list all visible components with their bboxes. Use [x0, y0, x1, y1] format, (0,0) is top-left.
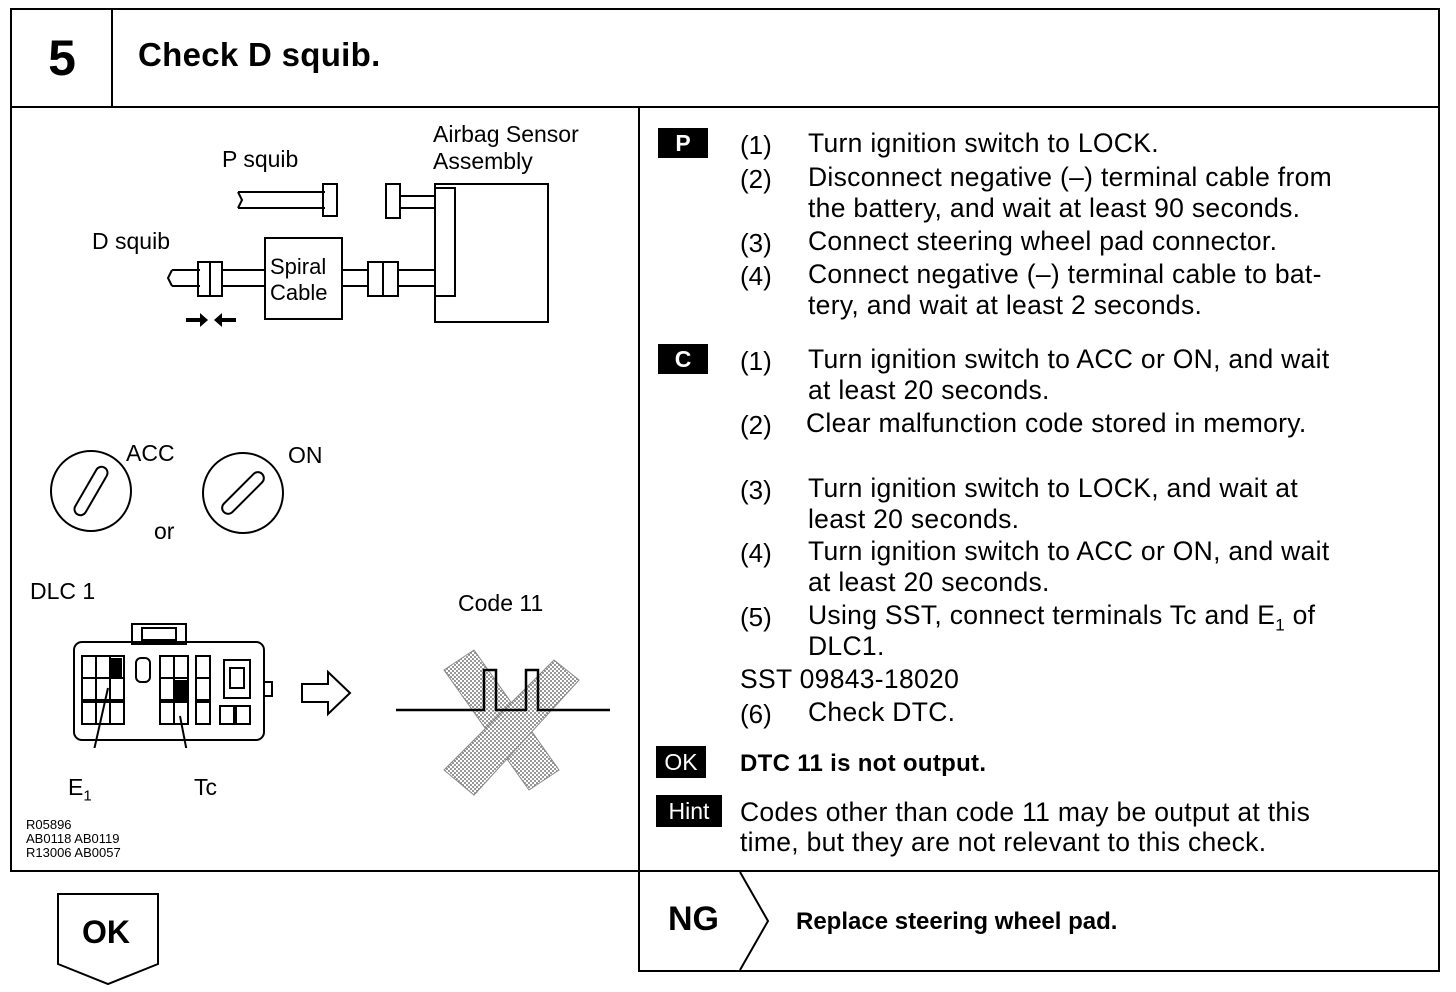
figure-ref-1: R05896 — [26, 817, 72, 832]
badge-hint: Hint — [656, 795, 722, 827]
ok-branch-label: OK — [82, 914, 130, 950]
p-step-text: Turn ignition switch to LOCK. — [808, 128, 1159, 158]
step-number: 5 — [48, 30, 76, 86]
airbag-sensor-label-2: Assembly — [433, 148, 533, 174]
p-step-number: (2) — [740, 164, 772, 194]
ng-branch-frame — [638, 870, 1440, 972]
spiral-cable-label-1: Spiral — [270, 254, 327, 279]
badge-ok: OK — [656, 746, 706, 778]
p-step-number: (4) — [740, 261, 772, 291]
c-step-text: Turn ignition switch to ACC or ON, and w… — [808, 344, 1330, 374]
squib-wiring-diagram — [166, 183, 549, 327]
p-step-number: (1) — [740, 130, 772, 160]
airbag-sensor-label-1: Airbag Sensor — [433, 121, 579, 147]
ng-branch-label: NG — [668, 900, 719, 938]
ng-chevron-divider — [739, 871, 770, 971]
ok-branch-box — [57, 893, 159, 986]
code-11-crossed-waveform — [396, 649, 610, 796]
code-label: Code 11 — [458, 590, 544, 616]
badge-c: C — [658, 344, 708, 374]
p-squib-label: P squib — [222, 146, 299, 172]
c-step-number: (6) — [740, 699, 772, 729]
ignition-switch-acc-icon — [50, 450, 132, 532]
figure-ref-3: R13006 AB0057 — [26, 845, 121, 860]
hint-text: Codes other than code 11 may be output a… — [740, 797, 1311, 827]
ok-result-text: DTC 11 is not output. — [740, 750, 987, 777]
acc-label: ACC — [126, 440, 175, 466]
badge-p: P — [658, 128, 708, 158]
step-title: Check D squib. — [138, 36, 381, 73]
dlc-connector-diagram — [73, 623, 273, 748]
c-step-number: (1) — [740, 346, 772, 376]
p-step-number: (3) — [740, 228, 772, 258]
c-step-text: DLC1. — [808, 631, 885, 661]
on-label: ON — [288, 442, 323, 468]
ignition-switch-on-icon — [202, 452, 284, 534]
dlc-label: DLC 1 — [30, 578, 96, 604]
p-step-text: tery, and wait at least 2 seconds. — [808, 290, 1203, 320]
column-divider — [638, 106, 640, 872]
figure-ref-2: AB0118 AB0119 — [26, 831, 120, 846]
c-step-text: Turn ignition switch to ACC or ON, and w… — [808, 536, 1330, 566]
p-step-text: Connect negative (–) terminal cable to b… — [808, 259, 1322, 289]
c-step-text: least 20 seconds. — [808, 504, 1020, 534]
step-number-divider — [111, 8, 113, 108]
c-step-number: (3) — [740, 475, 772, 505]
p-step-text: the battery, and wait at least 90 second… — [808, 193, 1301, 223]
p-step-text: Connect steering wheel pad connector. — [808, 226, 1278, 256]
c-step-text: at least 20 seconds. — [808, 375, 1050, 405]
c-step-text: Clear malfunction code stored in memory. — [806, 408, 1307, 438]
sst-number: SST 09843-18020 — [740, 664, 960, 694]
c-step-text: Turn ignition switch to LOCK, and wait a… — [808, 473, 1299, 503]
hint-text: time, but they are not relevant to this … — [740, 827, 1267, 857]
c-step-text: Using SST, connect terminals Tc and E1 o… — [808, 600, 1316, 635]
c-step-number: (2) — [740, 410, 772, 440]
ng-action-text: Replace steering wheel pad. — [796, 908, 1118, 935]
c-step-number: (4) — [740, 538, 772, 568]
c-step-text: at least 20 seconds. — [808, 567, 1050, 597]
right-arrow-icon — [301, 669, 352, 717]
e1-label: E1 — [68, 774, 92, 805]
tc-label: Tc — [194, 774, 217, 800]
or-label: or — [154, 518, 175, 544]
spiral-cable-label-2: Cable — [270, 280, 328, 305]
c-step-number: (5) — [740, 602, 772, 632]
p-step-text: Disconnect negative (–) terminal cable f… — [808, 162, 1332, 192]
c-step-text: Check DTC. — [808, 697, 956, 727]
d-squib-label: D squib — [92, 228, 170, 254]
